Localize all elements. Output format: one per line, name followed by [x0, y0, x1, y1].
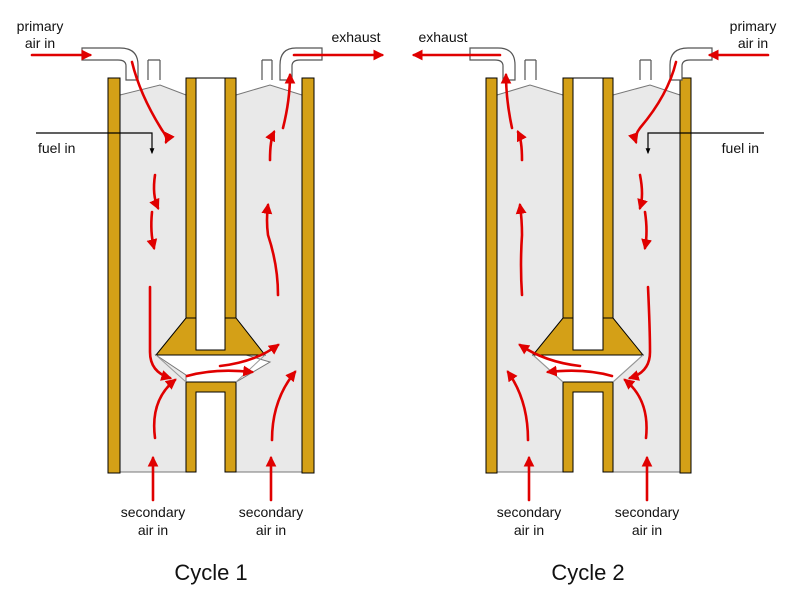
cycle-2-primary-air-pipe — [669, 47, 713, 81]
cycle-1-exhaust-pipe — [279, 47, 323, 81]
cycle-2-lower-divider — [562, 381, 614, 473]
cycle-1-upper-divider-right — [224, 77, 237, 319]
cycle-2-exhaust-label: exhaust — [418, 29, 467, 45]
cycle-1-flow-arrows — [30, 49, 385, 502]
cycle-2-upper-divider-gap — [572, 77, 604, 351]
cycle-1-lower-divider — [185, 381, 237, 473]
cycle-1-right-chamber — [235, 84, 303, 473]
cycle-2-left-outer-wall — [485, 77, 498, 474]
cycle-2-primary-air-label-line2: air in — [738, 35, 768, 51]
cycle-1-exhaust-label: exhaust — [331, 29, 380, 45]
cycle-2-baffle — [531, 317, 645, 356]
cycle-2-secondary-left-label-line2: air in — [514, 522, 544, 538]
cycle-1-upper-divider-gap — [195, 77, 226, 351]
cycle-2-exhaust-pipe — [469, 47, 516, 81]
cycle-1-primary-air-pipe — [81, 47, 139, 81]
cycle-2-diagram: exhaust primary air in fuel in secondary… — [411, 18, 777, 585]
cycle-1-secondary-left-label-line1: secondary — [121, 504, 186, 520]
cycle-2-flow-arrows — [411, 49, 770, 502]
cycle-1-left-chamber — [119, 84, 187, 473]
cycle-2-secondary-left-label-line1: secondary — [497, 504, 562, 520]
cycle-1-diagram: primary air in exhaust fuel in secondary… — [17, 18, 385, 585]
cycle-2-right-outer-wall — [679, 77, 692, 474]
cycle-2-secondary-right-label-line1: secondary — [615, 504, 680, 520]
cycle-2-upper-divider-right — [602, 77, 614, 319]
cycle-1-secondary-left-label-line2: air in — [138, 522, 168, 538]
cycle-1-primary-air-label-line2: air in — [25, 35, 55, 51]
cycle-2-left-chamber — [496, 84, 564, 473]
cycle-2-secondary-right-label-line2: air in — [632, 522, 662, 538]
cycle-1-fuel-line — [36, 132, 155, 155]
cycle-2-fuel-label: fuel in — [722, 140, 759, 156]
cycle-1-secondary-right-label-line1: secondary — [239, 504, 304, 520]
cycle-1-secondary-right-label-line2: air in — [256, 522, 286, 538]
cycle-1-left-flue-stub — [147, 59, 161, 80]
cycle-2-caption: Cycle 2 — [551, 560, 624, 585]
cycle-1-left-outer-wall — [107, 77, 121, 474]
cycle-1-primary-air-label-line1: primary — [17, 18, 64, 34]
cycle-2-primary-air-label-line1: primary — [730, 18, 777, 34]
cycle-1-upper-divider-left — [185, 77, 197, 319]
cycle-1-baffle — [154, 317, 267, 356]
cycle-2-upper-divider-left — [562, 77, 574, 319]
cycle-1-fuel-label: fuel in — [38, 140, 75, 156]
cycle-1-caption: Cycle 1 — [174, 560, 247, 585]
cycle-1-right-outer-wall — [301, 77, 315, 474]
cycle-2-fuel-line — [645, 132, 764, 155]
